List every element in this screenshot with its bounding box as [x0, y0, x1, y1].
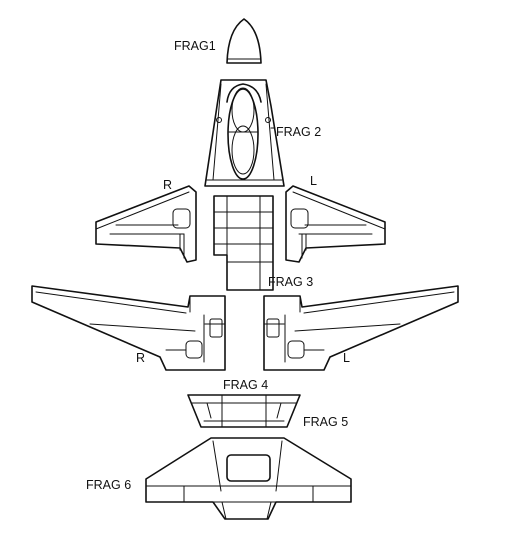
- frag3-label: FRAG 3: [268, 275, 313, 289]
- lower-left-wing: [263, 285, 459, 371]
- frag1-nose-cone: [226, 18, 262, 64]
- frag1-label: FRAG1: [174, 39, 216, 53]
- upper-left-wing-piece: [285, 185, 386, 263]
- frag6-label: FRAG 6: [86, 478, 131, 492]
- upper-left-side-label: L: [310, 174, 317, 188]
- upper-right-side-label: R: [163, 178, 172, 192]
- upper-right-wing-piece: [95, 185, 197, 263]
- frag2-cockpit-section: [204, 79, 285, 187]
- frag3-center-fuselage: [213, 195, 274, 291]
- frag2-label: FRAG 2: [276, 125, 321, 139]
- frag4-aft-fuselage: [187, 394, 301, 428]
- lower-left-side-label: L: [343, 351, 350, 365]
- lower-right-wing: [31, 285, 226, 371]
- frag6-tail-section: [145, 437, 352, 520]
- frag5-label: FRAG 5: [303, 415, 348, 429]
- frag4-label: FRAG 4: [223, 378, 268, 392]
- lower-right-side-label: R: [136, 351, 145, 365]
